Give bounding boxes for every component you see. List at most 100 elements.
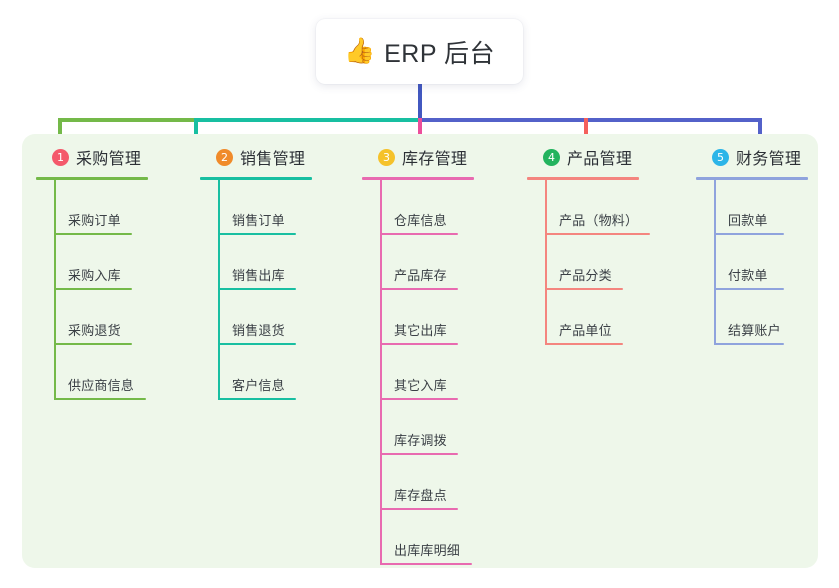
module-item-label: 供应商信息: [68, 378, 135, 393]
module-spine: [380, 180, 382, 565]
module-item-label: 出库库明细: [394, 543, 461, 558]
module-header-rule: [696, 177, 808, 180]
module-header-rule: [36, 177, 148, 180]
module-spine: [545, 180, 547, 345]
module-item[interactable]: 其它出库: [362, 290, 474, 345]
root-title-card: 👍 ERP 后台: [316, 19, 523, 84]
module-item-label: 其它出库: [394, 323, 447, 338]
module-item[interactable]: 销售订单: [200, 180, 312, 235]
module-item[interactable]: 库存调拨: [362, 400, 474, 455]
module-item-list: 销售订单销售出库销售退货客户信息: [200, 180, 312, 400]
module-item[interactable]: 产品分类: [527, 235, 639, 290]
module-item[interactable]: 采购入库: [36, 235, 148, 290]
module-item-rule: [380, 508, 458, 510]
module-item-label: 采购退货: [68, 323, 121, 338]
module-item-label: 销售出库: [232, 268, 285, 283]
module-header-5[interactable]: 5 财务管理: [696, 145, 808, 169]
module-spine: [218, 180, 220, 400]
module-item[interactable]: 采购订单: [36, 180, 148, 235]
module-index-badge: 1: [52, 148, 69, 166]
module-item-rule: [380, 398, 458, 400]
module-header-rule: [362, 177, 474, 180]
module-item[interactable]: 出库库明细: [362, 510, 474, 565]
module-item[interactable]: 产品（物料）: [527, 180, 650, 235]
module-item-label: 回款单: [728, 213, 768, 228]
module-item-label: 产品单位: [559, 323, 612, 338]
module-index-badge: 5: [712, 148, 729, 166]
module-title: 财务管理: [736, 151, 802, 168]
module-column-1: 1 采购管理采购订单采购入库采购退货供应商信息: [36, 145, 148, 400]
module-item[interactable]: 销售退货: [200, 290, 312, 345]
module-item[interactable]: 采购退货: [36, 290, 148, 345]
module-column-5: 5 财务管理回款单付款单结算账户: [696, 145, 808, 345]
module-item-label: 客户信息: [232, 378, 285, 393]
module-item-rule: [54, 343, 132, 345]
module-item-label: 销售订单: [232, 213, 285, 228]
module-item-list: 产品（物料） 产品分类产品单位: [527, 180, 650, 345]
module-header-4[interactable]: 4 产品管理: [527, 145, 639, 169]
module-header-rule: [200, 177, 312, 180]
module-item-rule: [218, 343, 296, 345]
module-item-label: 仓库信息: [394, 213, 447, 228]
module-column-4: 4 产品管理产品（物料） 产品分类产品单位: [527, 145, 650, 345]
module-item[interactable]: 产品库存: [362, 235, 474, 290]
module-item-label: 产品分类: [559, 268, 612, 283]
module-item-rule: [380, 563, 472, 565]
module-title: 库存管理: [402, 151, 468, 168]
module-item-rule: [545, 233, 650, 235]
module-item-rule: [714, 288, 784, 290]
module-item[interactable]: 回款单: [696, 180, 808, 235]
module-item-label: 采购入库: [68, 268, 121, 283]
module-item-rule: [714, 233, 784, 235]
module-item-list: 仓库信息产品库存其它出库其它入库库存调拨库存盘点出库库明细: [362, 180, 474, 565]
module-item-label: 付款单: [728, 268, 768, 283]
module-item[interactable]: 付款单: [696, 235, 808, 290]
module-item-rule: [54, 233, 132, 235]
module-header-3[interactable]: 3 库存管理: [362, 145, 474, 169]
module-item-rule: [54, 288, 132, 290]
module-spine: [714, 180, 716, 345]
module-item-label: 结算账户: [728, 323, 781, 338]
module-index-badge: 2: [216, 148, 233, 166]
module-column-2: 2 销售管理销售订单销售出库销售退货客户信息: [200, 145, 312, 400]
module-item[interactable]: 库存盘点: [362, 455, 474, 510]
module-item-label: 库存调拨: [394, 433, 447, 448]
module-item-rule: [545, 288, 623, 290]
module-item-rule: [380, 233, 458, 235]
module-item-rule: [714, 343, 784, 345]
module-spine: [54, 180, 56, 400]
module-title: 产品管理: [567, 151, 633, 168]
module-item[interactable]: 销售出库: [200, 235, 312, 290]
module-item-label: 销售退货: [232, 323, 285, 338]
module-index-badge: 4: [543, 148, 560, 166]
module-item-rule: [218, 233, 296, 235]
content-panel: [22, 134, 818, 568]
thumbs-up-icon: 👍: [343, 37, 376, 65]
page-title: ERP 后台: [384, 39, 496, 68]
module-item-rule: [380, 343, 458, 345]
module-item-label: 采购订单: [68, 213, 121, 228]
module-header-1[interactable]: 1 采购管理: [36, 145, 148, 169]
module-item-label: 产品库存: [394, 268, 447, 283]
module-item[interactable]: 仓库信息: [362, 180, 474, 235]
module-item[interactable]: 其它入库: [362, 345, 474, 400]
module-header-2[interactable]: 2 销售管理: [200, 145, 312, 169]
module-item[interactable]: 产品单位: [527, 290, 639, 345]
module-item-rule: [218, 398, 296, 400]
module-item-list: 回款单付款单结算账户: [696, 180, 808, 345]
module-title: 采购管理: [76, 151, 142, 168]
module-item-rule: [545, 343, 623, 345]
module-item-rule: [380, 288, 458, 290]
module-header-rule: [527, 177, 639, 180]
module-item[interactable]: 结算账户: [696, 290, 808, 345]
module-title: 销售管理: [240, 151, 306, 168]
module-item-label: 库存盘点: [394, 488, 447, 503]
module-item-rule: [54, 398, 146, 400]
module-item[interactable]: 供应商信息: [36, 345, 148, 400]
module-item-label: 其它入库: [394, 378, 447, 393]
module-item[interactable]: 客户信息: [200, 345, 312, 400]
module-item-label: 产品（物料）: [559, 213, 639, 228]
module-column-3: 3 库存管理仓库信息产品库存其它出库其它入库库存调拨库存盘点出库库明细: [362, 145, 474, 565]
module-index-badge: 3: [378, 148, 395, 166]
